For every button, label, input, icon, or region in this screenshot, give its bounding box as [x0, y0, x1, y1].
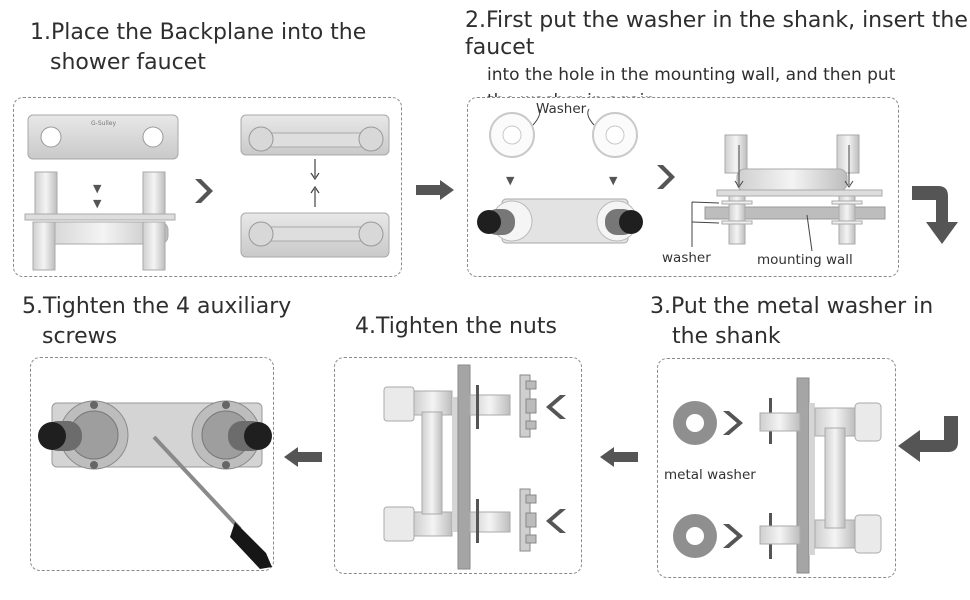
arrow-turn-left-icon — [898, 416, 958, 462]
chevron-right-icon — [195, 179, 213, 203]
metal-washer-label: metal washer — [664, 467, 756, 483]
arrow-left-icon — [284, 447, 322, 467]
backplate-part: G-Sulley — [27, 114, 179, 160]
nut-bottom — [519, 488, 537, 552]
valve-body-part — [24, 171, 176, 271]
step-4-illustration — [383, 364, 566, 570]
step-1-title: 1.Place the Backplane into the shower fa… — [30, 18, 366, 78]
backplate-fitted-bottom — [240, 212, 390, 258]
faucet-wall-assembly — [704, 134, 886, 245]
step-4-line-1: 4.Tighten the nuts — [355, 314, 557, 339]
chevron-left-icon — [546, 509, 566, 533]
auxiliary-screw-icon — [90, 401, 230, 469]
step-5-illustration — [38, 400, 272, 569]
step-1-illustration: G-Sulley ▼ ▼ — [24, 114, 390, 271]
down-chevron-icon: ▼ — [93, 197, 102, 210]
step-2-title: 2.First put the washer in the shank, ins… — [465, 8, 970, 114]
step-2-line-2: into the hole in the mounting wall, and … — [487, 65, 896, 85]
step-3-line-2: the shank — [672, 324, 781, 349]
step-2-line-1: 2.First put the washer in the shank, ins… — [465, 8, 970, 62]
step-5-line-1: 5.Tighten the 4 auxiliary — [22, 294, 292, 319]
arrow-right-icon — [416, 180, 454, 200]
backplate-fitted-top — [240, 114, 390, 156]
backplate-brand: G-Sulley — [91, 120, 116, 127]
washer-top-label: Washer — [536, 101, 587, 117]
nut-top — [519, 374, 537, 438]
step-2-illustration: ▼ ▼ — [477, 108, 886, 252]
screwdriver-icon — [152, 435, 272, 569]
chevron-right-icon — [723, 524, 743, 548]
down-chevron-icon: ▼ — [93, 182, 102, 195]
step-1-line-1: 1.Place the Backplane into the — [30, 20, 367, 45]
chevron-right-icon — [723, 411, 743, 435]
down-chevron-icon: ▼ — [609, 174, 618, 187]
faucet-body-front — [477, 198, 643, 244]
mounting-wall-label: mounting wall — [757, 252, 853, 268]
arrow-turn-down-icon — [912, 186, 958, 244]
step-5-line-2: screws — [42, 324, 118, 349]
arrow-left-icon — [600, 447, 638, 467]
step-2-line-1-text: 2.First put the washer in the shank, ins… — [465, 8, 968, 60]
step-4-title: 4.Tighten the nuts — [355, 312, 557, 342]
washer-bottom-label: washer — [662, 250, 711, 266]
faucet-side-view — [383, 364, 511, 570]
chevron-right-icon — [657, 165, 675, 189]
down-chevron-icon: ▼ — [506, 174, 515, 187]
step-3-line-1: 3.Put the metal washer in — [650, 294, 934, 319]
chevron-left-icon — [546, 395, 566, 419]
step-3-illustration — [673, 377, 882, 574]
step-3-title: 3.Put the metal washer in the shank — [650, 292, 933, 352]
step-1-line-2: shower faucet — [50, 50, 206, 75]
step-5-title: 5.Tighten the 4 auxiliary screws — [22, 292, 291, 352]
faucet-side-view — [759, 377, 882, 574]
backplate-installed — [38, 400, 272, 470]
